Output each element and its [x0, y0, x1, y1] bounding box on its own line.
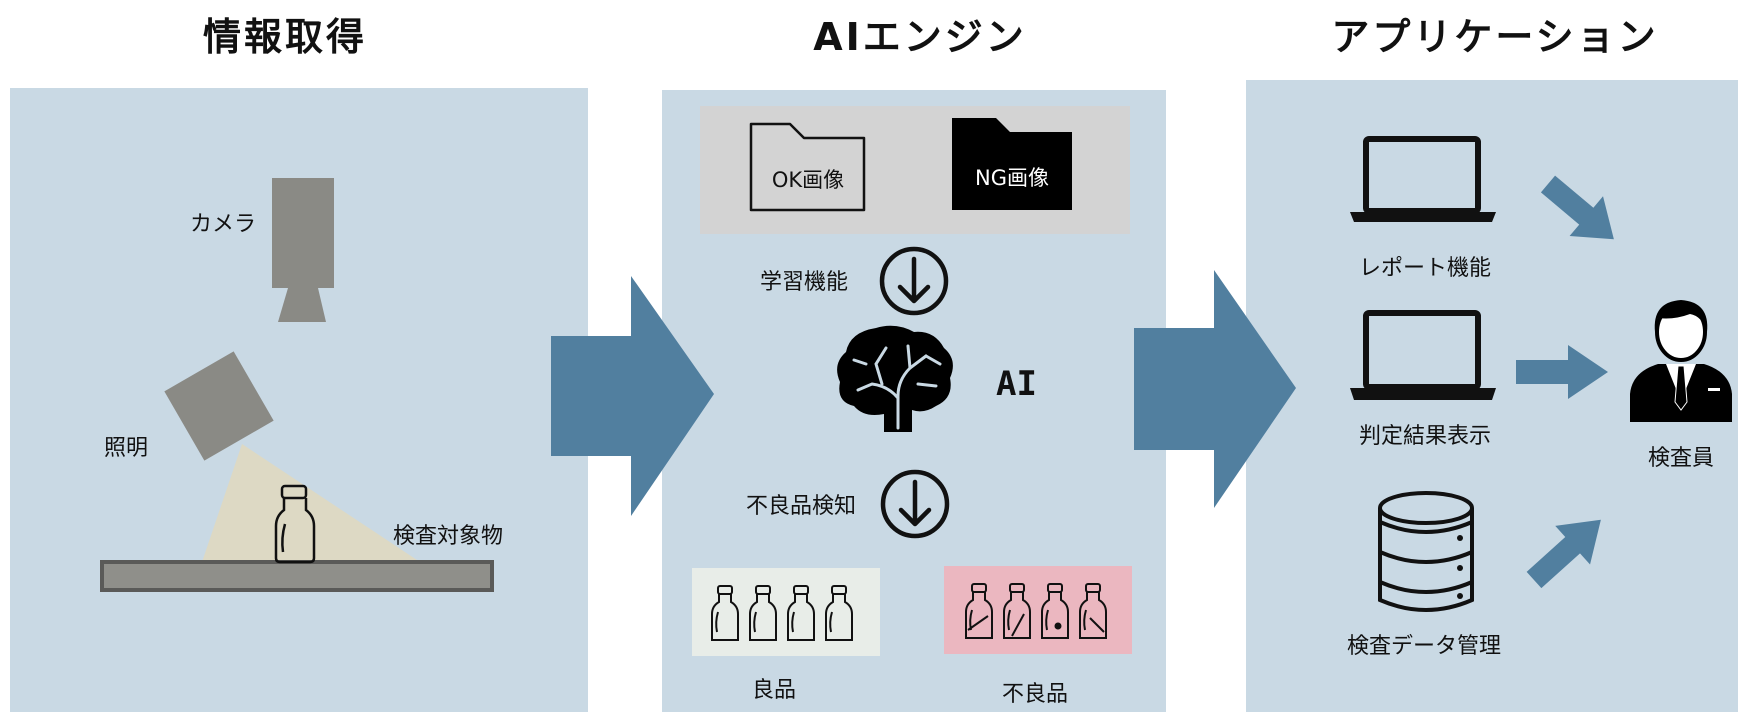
result-label: 判定結果表示 [1358, 424, 1491, 449]
bottle-icon [274, 484, 316, 564]
laptop-report-icon [1350, 136, 1496, 222]
light-icon [164, 351, 274, 461]
defect-items-box [944, 566, 1132, 654]
capture-illustration [100, 178, 494, 592]
camera-lens-icon [278, 288, 326, 322]
camera-label: カメラ [190, 212, 257, 237]
data-label: 検査データ管理 [1346, 634, 1501, 659]
target-label: 検査対象物 [393, 524, 504, 549]
report-label: レポート機能 [1358, 256, 1491, 281]
learning-down-arrow-icon [879, 246, 949, 316]
detection-label: 不良品検知 [746, 494, 857, 519]
ng-folder-icon [952, 118, 1072, 210]
light-label: 照明 [104, 436, 149, 461]
defect-bottles-icon [965, 583, 1107, 639]
detection-down-arrow-icon [880, 469, 950, 539]
brain-icon [837, 325, 953, 432]
database-icon [1378, 491, 1474, 612]
section-title-capture: 情報取得 [202, 15, 367, 59]
section-title-engine: AIエンジン [813, 15, 1027, 59]
ai-label: AI [996, 364, 1037, 404]
ng-folder-label: NG画像 [975, 166, 1049, 190]
good-label: 良品 [752, 678, 797, 703]
camera-icon [272, 178, 334, 288]
good-items-box [692, 568, 880, 656]
defect-label: 不良品 [1002, 682, 1069, 707]
ok-folder-label: OK画像 [771, 168, 845, 192]
light-beam [202, 444, 420, 562]
laptop-result-icon [1350, 310, 1496, 400]
inspector-icon [1630, 300, 1732, 422]
learning-label: 学習機能 [760, 270, 849, 295]
section-title-application: アプリケーション [1331, 15, 1659, 59]
ok-folder-icon [749, 122, 866, 212]
inspector-label: 検査員 [1647, 446, 1714, 471]
good-bottles-icon [711, 585, 853, 641]
